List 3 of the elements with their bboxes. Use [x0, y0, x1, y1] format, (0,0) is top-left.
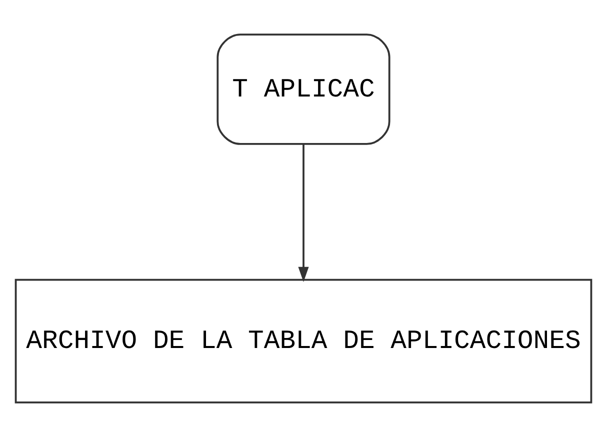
arrow — [298, 144, 309, 282]
node-box: T APLICAC — [216, 34, 390, 145]
node-box: ARCHIVO DE LA TABLA DE APLICACIONES — [14, 278, 592, 404]
